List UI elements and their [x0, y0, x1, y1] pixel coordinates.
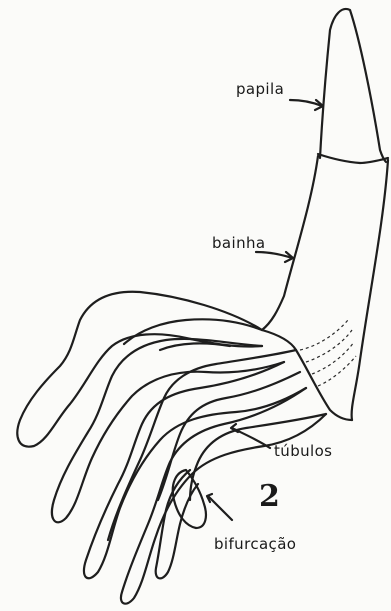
papilla-outline: [320, 9, 386, 162]
sheath-inner-line: [318, 356, 356, 386]
bifurcacao-leader-arrow: [208, 496, 232, 520]
sheath-inner-line: [300, 320, 348, 350]
label-tubulos: túbulos: [274, 442, 332, 460]
figure-number: 2: [259, 479, 280, 514]
label-bifurcacao: bifurcação: [214, 535, 296, 553]
tubule: [160, 343, 230, 350]
tubule: [52, 339, 284, 522]
label-bainha: bainha: [212, 234, 266, 252]
sheath-left-edge: [262, 156, 318, 330]
papilla-base: [318, 154, 388, 163]
label-papila: papila: [236, 80, 284, 98]
sheath-right-edge: [352, 160, 388, 420]
sheath-inner-line: [312, 342, 354, 374]
